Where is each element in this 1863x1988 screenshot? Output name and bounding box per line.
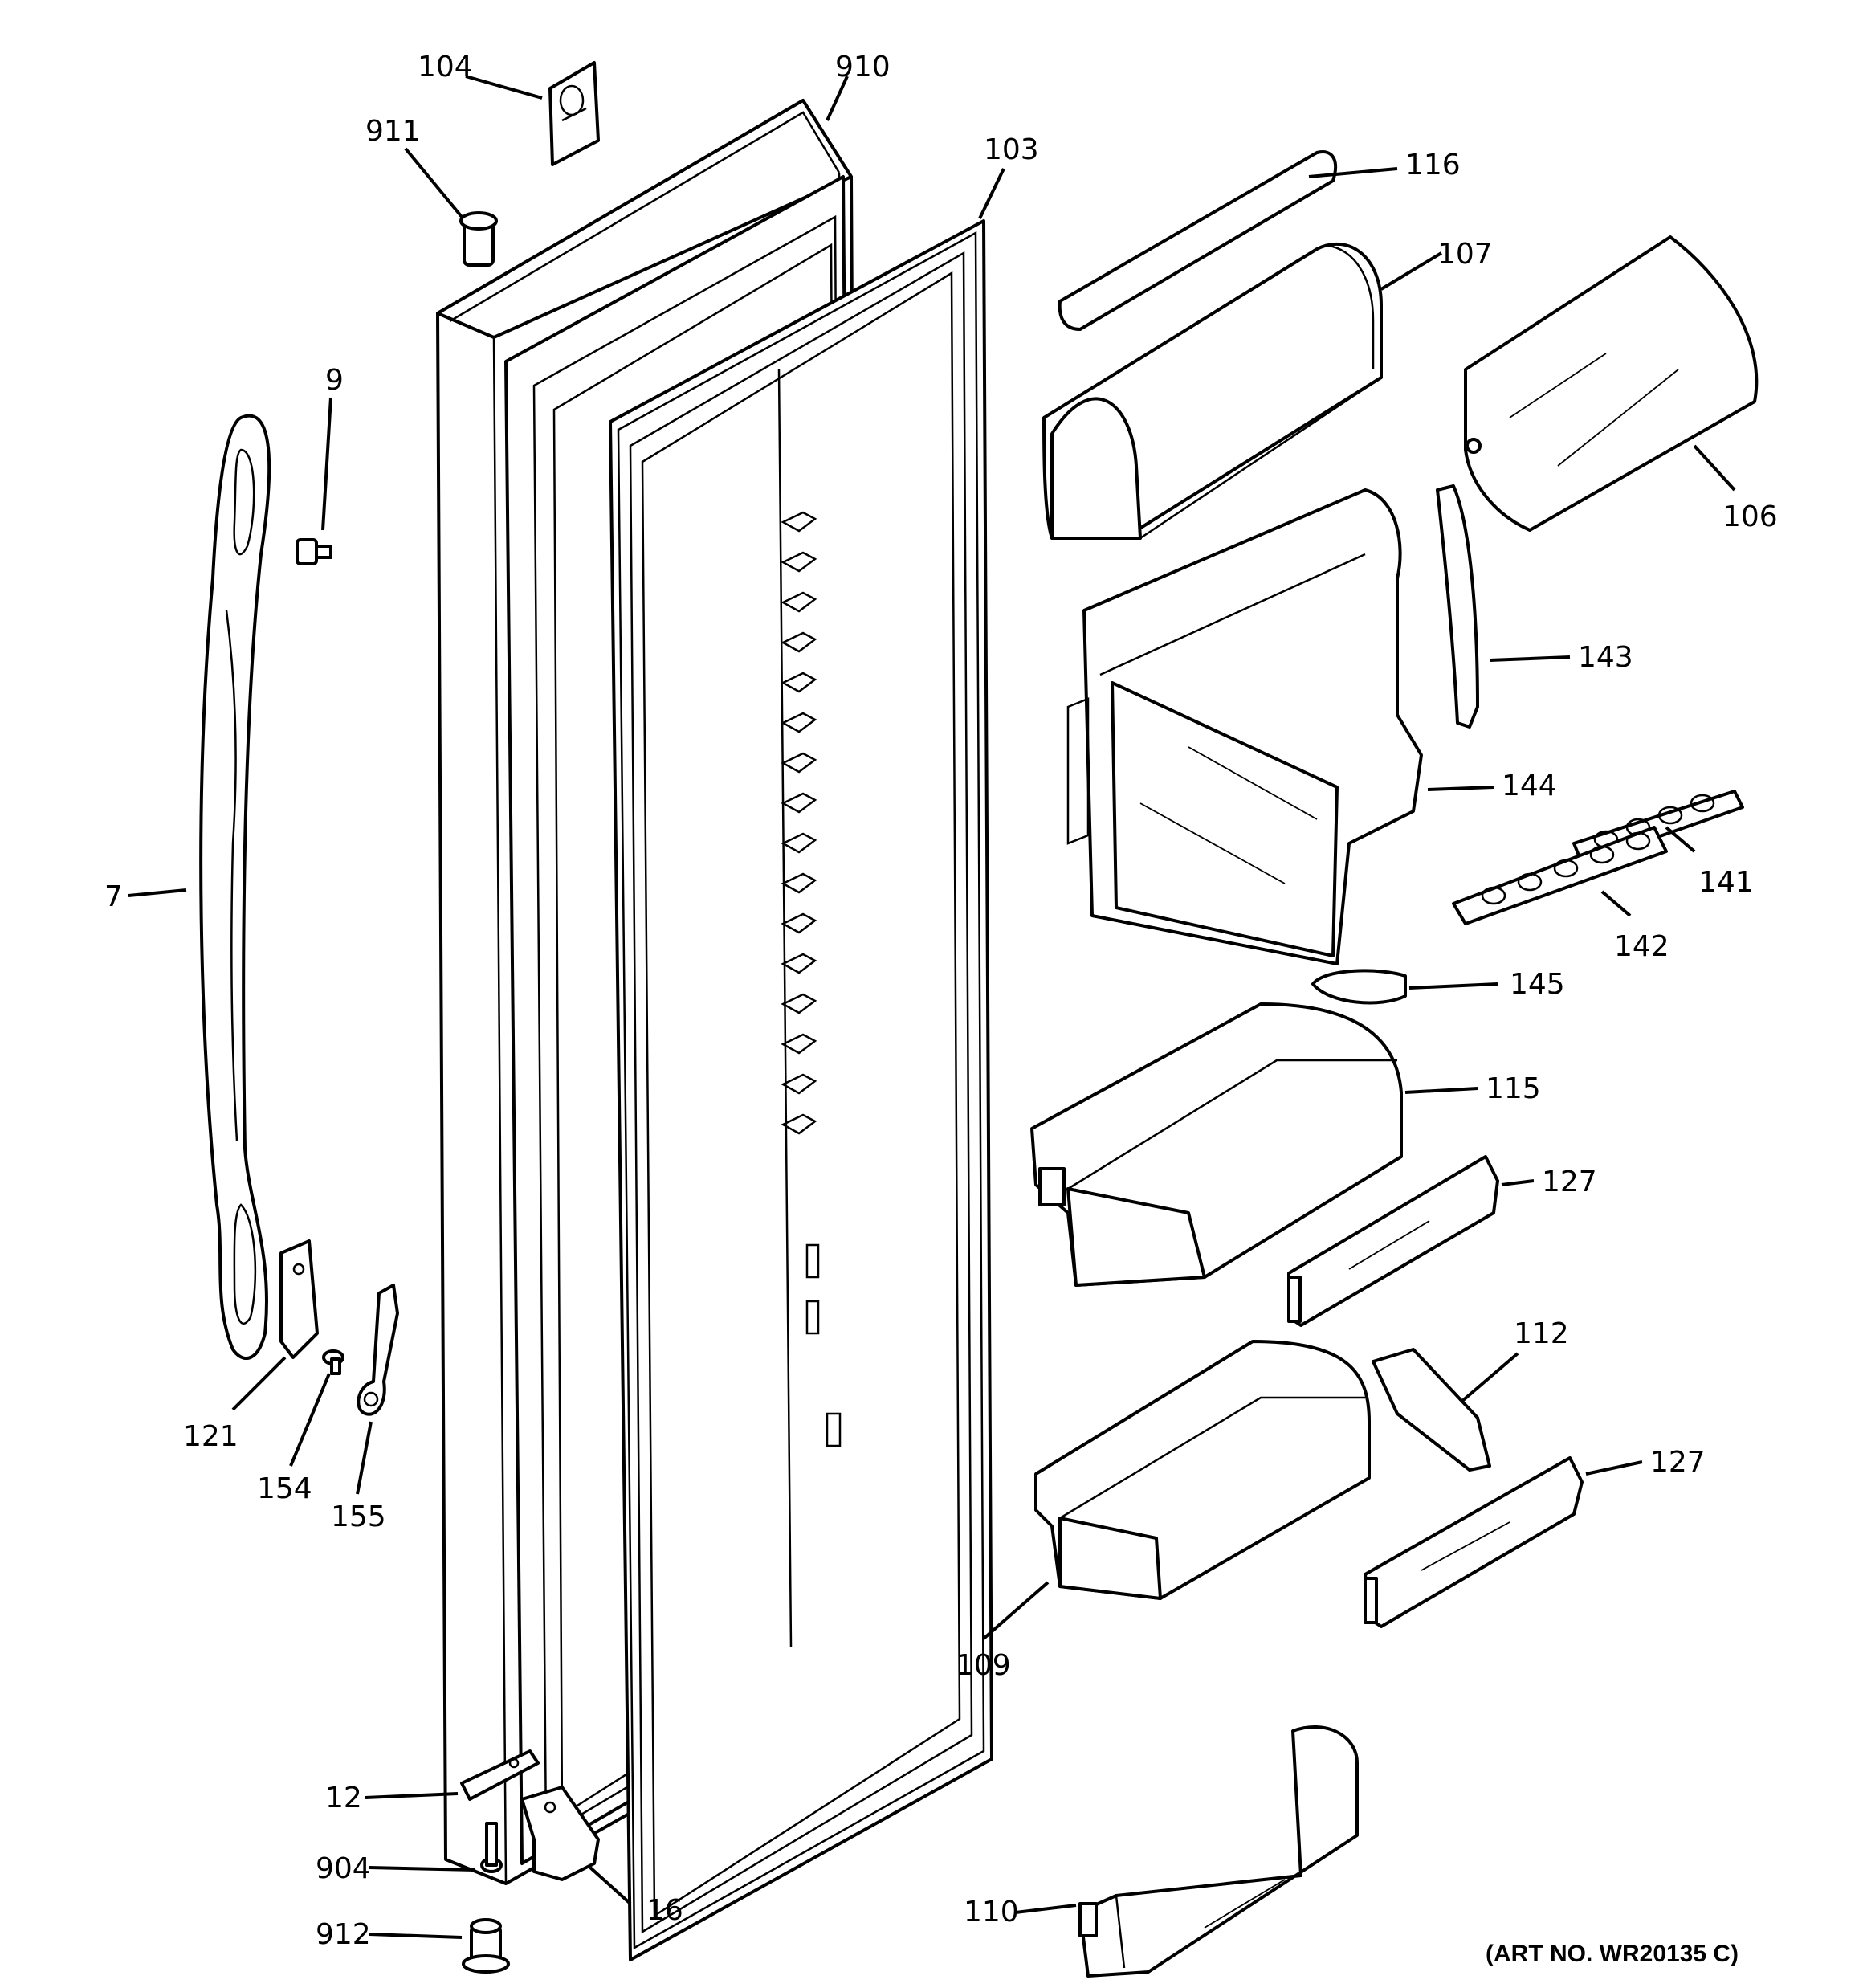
leader-lines (128, 75, 1736, 1939)
callout-142: 142 (1614, 930, 1669, 963)
callout-912: 912 (316, 1918, 371, 1951)
screw-9 (296, 538, 332, 565)
callout-110: 110 (964, 1896, 1019, 1929)
callout-144: 144 (1502, 769, 1557, 802)
callout-143: 143 (1578, 641, 1633, 674)
callout-9: 9 (325, 364, 344, 397)
bin-107 (1042, 242, 1383, 540)
trim-143 (1436, 484, 1479, 729)
bin-109 (1034, 1340, 1371, 1600)
callout-16: 16 (646, 1894, 683, 1927)
screw-904 (480, 1822, 503, 1873)
screw-154 (322, 1349, 344, 1375)
callout-141: 141 (1698, 866, 1754, 899)
bin-115 (1030, 1002, 1403, 1287)
callout-12: 12 (325, 1782, 362, 1815)
dispenser-bin-144 (1066, 488, 1423, 965)
cover-106 (1464, 235, 1759, 532)
callout-127-upper: 127 (1542, 1165, 1597, 1198)
callout-127-lower: 127 (1650, 1446, 1706, 1479)
callout-106: 106 (1722, 500, 1778, 533)
callout-155: 155 (331, 1500, 386, 1533)
bracket-121 (279, 1239, 319, 1359)
callout-121: 121 (183, 1420, 238, 1453)
callout-904: 904 (316, 1852, 371, 1885)
callout-145: 145 (1510, 968, 1565, 1001)
callout-911: 911 (365, 115, 421, 148)
badge-104 (548, 61, 600, 166)
callout-112: 112 (1514, 1317, 1569, 1350)
callout-104: 104 (418, 51, 473, 84)
front-127-upper (1287, 1155, 1499, 1327)
bin-110 (1078, 1725, 1359, 1978)
cap-912 (462, 1918, 510, 1974)
callout-154: 154 (257, 1472, 312, 1505)
callout-116: 116 (1405, 149, 1461, 182)
callout-107: 107 (1437, 238, 1493, 271)
callout-109: 109 (956, 1649, 1011, 1682)
link-155 (357, 1284, 399, 1416)
door-gasket (609, 219, 993, 1961)
hinge-16 (520, 1786, 600, 1881)
callout-labels: 104 910 911 103 116 107 106 9 143 144 14… (104, 51, 1778, 1967)
rail-116 (1058, 150, 1338, 331)
divider-112 (1372, 1348, 1491, 1472)
bracket-12 (460, 1749, 540, 1801)
cap-911 (459, 211, 498, 267)
callout-7: 7 (104, 880, 123, 913)
liner-shelf-rails (781, 511, 842, 1447)
front-127-lower (1364, 1456, 1584, 1628)
callout-115: 115 (1486, 1072, 1541, 1105)
plug-145 (1311, 969, 1407, 1005)
egg-tray-142 (1452, 826, 1668, 925)
art-number: (ART NO. WR20135 C) (1486, 1941, 1739, 1967)
callout-103: 103 (984, 133, 1039, 166)
handle-7 (199, 414, 271, 1360)
callout-910: 910 (835, 51, 891, 84)
